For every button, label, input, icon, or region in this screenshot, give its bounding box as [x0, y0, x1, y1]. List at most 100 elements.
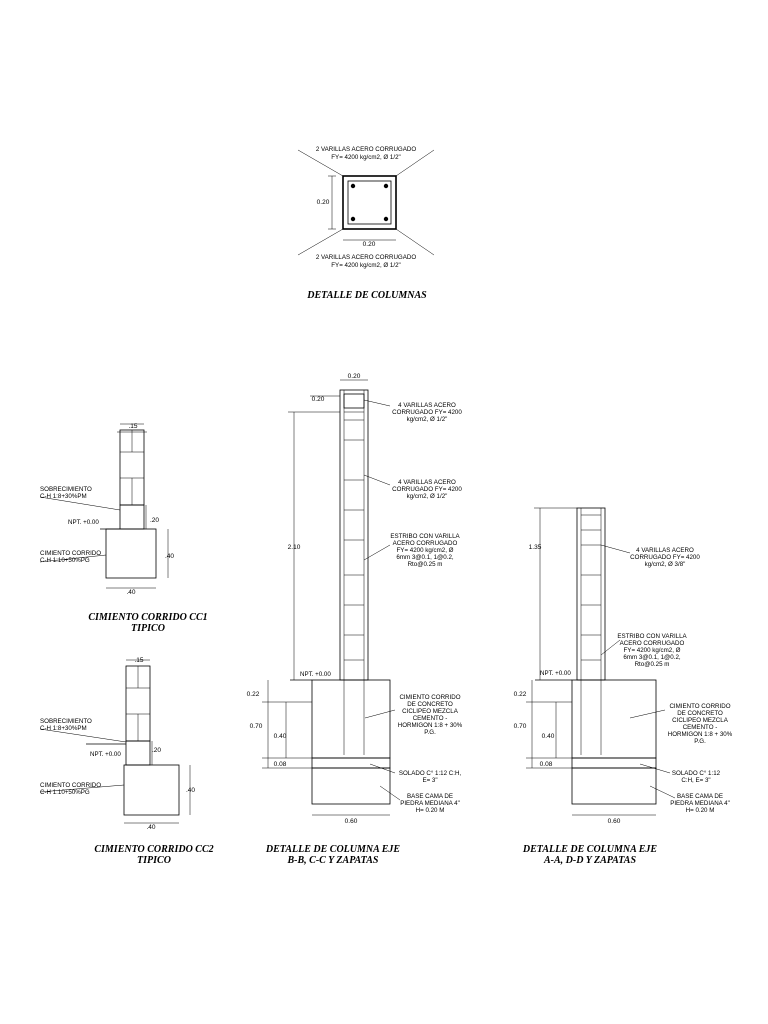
- cama-piedra: [571, 767, 657, 805]
- note-footing-3: CICLIPEO MEZCLA: [402, 708, 459, 715]
- dim-side: 0.20: [312, 396, 325, 403]
- note-footing-6: P.G.: [424, 729, 436, 736]
- npt-level: NPT. +0.00: [68, 519, 99, 526]
- note-top-line2: FY= 4200 kg/cm2, Ø 1/2": [331, 154, 400, 161]
- dim-040: 0.40: [542, 733, 555, 740]
- note-base-3: H= 0.20 M: [686, 807, 715, 814]
- note-footing-5: HORMIGON 1:8 + 30%: [668, 731, 733, 738]
- note-top-line1: 2 VARILLAS ACERO CORRUGADO: [316, 146, 416, 153]
- note-bars-2: CORRUGADO FY= 4200: [392, 409, 462, 416]
- cimiento-ciclopeo: [571, 679, 657, 759]
- npt-level: NPT. +0.00: [90, 751, 121, 758]
- dim-040: 0.40: [274, 733, 287, 740]
- rebar: [350, 183, 356, 189]
- cimiento-corrido: [123, 764, 180, 816]
- solado: [311, 757, 391, 769]
- label-cimiento: CIMIENTO CORRIDO: [40, 782, 101, 789]
- dim-060: 0.60: [345, 818, 358, 825]
- note-footing-3: CICLIPEO MEZCLA: [672, 717, 729, 724]
- note-bars-2: CORRUGADO FY= 4200: [630, 554, 700, 561]
- label-cimiento: CIMIENTO CORRIDO: [40, 550, 101, 557]
- cimiento-ciclopeo: [311, 679, 391, 759]
- note-footing-4: CEMENTO -: [683, 724, 718, 731]
- sobrecimiento: [119, 504, 145, 530]
- note-stirrup-1: ESTRIBO CON VARILLA: [617, 633, 687, 640]
- note-bars-3: kg/cm2, Ø 1/2": [407, 416, 448, 423]
- note-footing-6: P.G.: [694, 738, 706, 745]
- note-stirrup-4: 6mm 3@0.1, 1@0.2,: [396, 554, 454, 561]
- title-col-a-sub: A-A, D-D Y ZAPATAS: [543, 855, 636, 866]
- label-cimiento-mix: C-H 1:10+50%PG: [40, 557, 90, 564]
- note-bars-1: 4 VARILLAS ACERO: [636, 547, 694, 554]
- note-base-2: PIEDRA MEDIANA 4": [400, 800, 460, 807]
- dim-height: 2.10: [288, 544, 301, 551]
- note-bottom-line2: FY= 4200 kg/cm2, Ø 1/2": [331, 262, 400, 269]
- dim-022: 0.22: [514, 691, 527, 698]
- label-sobrecimiento: SOBRECIMIENTO: [40, 486, 92, 493]
- dim-20: .20: [150, 517, 159, 524]
- dim-top: .15: [128, 423, 137, 430]
- note-stirrup-5: Rto@0.25 m: [635, 661, 670, 668]
- note-stirrup-4: 6mm 3@0.1, 1@0.2,: [623, 654, 681, 661]
- dim-40-vertical: .40: [165, 553, 174, 560]
- label-sobrecimiento: SOBRECIMIENTO: [40, 718, 92, 725]
- column-outline: [342, 175, 397, 230]
- dim-top: 0.20: [348, 373, 361, 380]
- title-col-b-sub: B-B, C-C Y ZAPATAS: [287, 855, 379, 866]
- title-cc2: CIMIENTO CORRIDO CC2: [94, 844, 213, 855]
- dim-side: 0.20: [317, 199, 330, 206]
- npt-level: NPT. +0.00: [300, 671, 331, 678]
- note-stirrup-3: FY= 4200 kg/cm2, Ø: [397, 547, 454, 554]
- note-bars-3: kg/cm2, Ø 3/8": [645, 561, 686, 568]
- label-cimiento-mix: C-H 1:10+50%PG: [40, 789, 90, 796]
- dim-40-horizontal: .40: [126, 589, 135, 596]
- title-cc1-sub: TIPICO: [131, 623, 165, 634]
- dim-40-horizontal: .40: [146, 824, 155, 831]
- title-cc1: CIMIENTO CORRIDO CC1: [88, 612, 207, 623]
- footing-cc1: .15 SOBRECIMIENTO C-H 1:8+30%PM NPT. +0.…: [39, 423, 208, 634]
- dim-008: 0.08: [274, 761, 287, 768]
- dim-008: 0.08: [540, 761, 553, 768]
- title-column-detail: DETALLE DE COLUMNAS: [306, 290, 427, 301]
- note-solado-2: E= 3": [422, 777, 437, 784]
- title-cc2-sub: TIPICO: [137, 855, 171, 866]
- note-bars-b-3: kg/cm2, Ø 1/2": [407, 493, 448, 500]
- note-solado-1: SOLADO C° 1:12: [672, 770, 721, 777]
- dim-20: .20: [152, 747, 161, 754]
- note-bottom-line1: 2 VARILLAS ACERO CORRUGADO: [316, 254, 416, 261]
- note-bars-b-2: CORRUGADO FY= 4200: [392, 486, 462, 493]
- note-base-3: H= 0.20 M: [416, 807, 445, 814]
- dim-40-vertical: .40: [186, 787, 195, 794]
- note-stirrup-2: ACERO CORRUGADO: [393, 540, 458, 547]
- dim-060: 0.60: [608, 818, 621, 825]
- footing-cc2: .15 SOBRECIMIENTO C-H 1:8+30%PM NPT. +0.…: [39, 657, 214, 866]
- title-col-b: DETALLE DE COLUMNA EJE: [265, 844, 401, 855]
- note-footing-2: DE CONCRETO: [677, 710, 723, 717]
- stirrup: [347, 180, 392, 225]
- note-footing-1: CIMIENTO CORRIDO: [399, 694, 460, 701]
- note-stirrup-5: Rto@0.25 m: [408, 561, 443, 568]
- note-stirrup-3: FY= 4200 kg/cm2, Ø: [624, 647, 681, 654]
- note-solado-2: C:H, E= 3": [681, 777, 710, 784]
- note-bars-1: 4 VARILLAS ACERO: [398, 402, 456, 409]
- title-col-a: DETALLE DE COLUMNA EJE: [522, 844, 658, 855]
- dim-022: 0.22: [247, 691, 260, 698]
- note-stirrup-2: ACERO CORRUGADO: [620, 640, 685, 647]
- cama-piedra: [311, 767, 391, 805]
- note-footing-2: DE CONCRETO: [407, 701, 453, 708]
- rebar: [383, 216, 389, 222]
- note-base-1: BASE CAMA DE: [677, 793, 723, 800]
- note-footing-4: CEMENTO -: [413, 715, 448, 722]
- column-detail-b-c: 0.20 0.20 4 VARILLAS ACERO CORRUGADO FY=…: [247, 373, 463, 866]
- rebar: [350, 216, 356, 222]
- note-footing-5: HORMIGON 1:8 + 30%: [398, 722, 463, 729]
- cimiento-corrido: [105, 528, 157, 579]
- solado: [571, 757, 657, 769]
- npt-level: NPT. +0.00: [540, 670, 571, 677]
- label-sobrecimiento-mix: C-H 1:8+30%PM: [40, 725, 87, 732]
- column-detail-a-d: 1.35 4 VARILLAS ACERO CORRUGADO FY= 4200…: [514, 507, 733, 866]
- note-stirrup-1: ESTRIBO CON VARILLA: [390, 533, 460, 540]
- dim-bottom: 0.20: [363, 241, 376, 248]
- dim-070: 0.70: [250, 723, 263, 730]
